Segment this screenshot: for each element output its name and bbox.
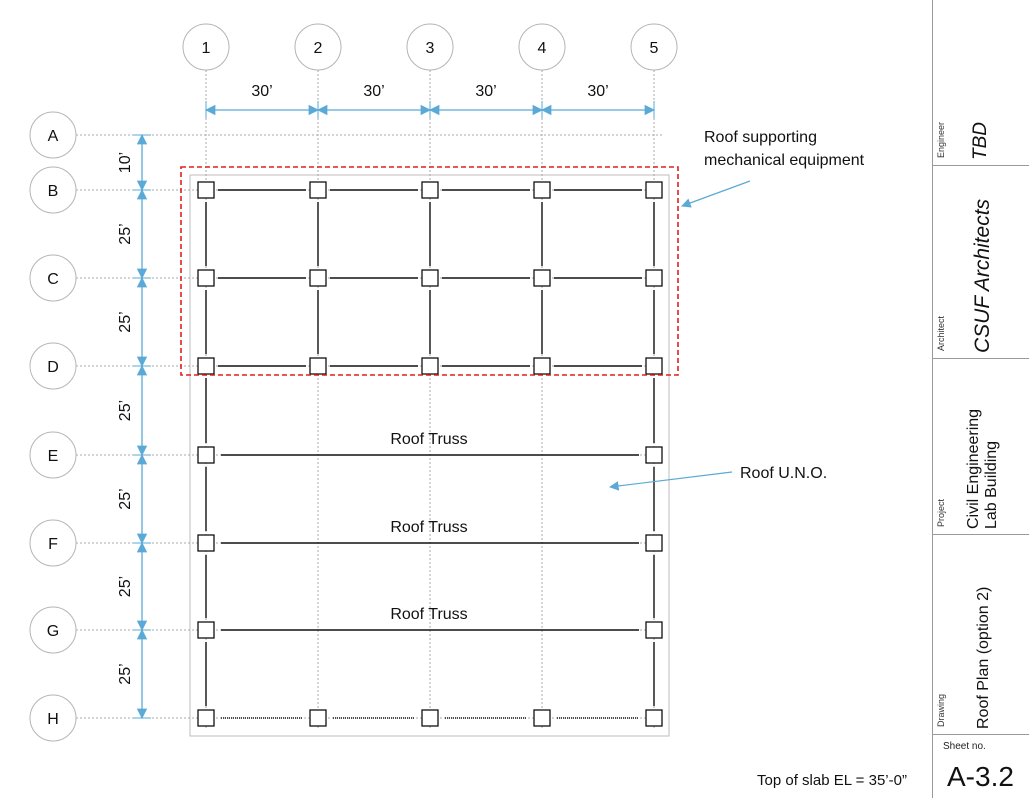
structural-column (309, 709, 327, 727)
row-bubble-label: E (48, 448, 59, 465)
column-bubble (630, 23, 678, 71)
project-label: Project (936, 498, 946, 527)
mechanical-callout-line1: Roof supporting (704, 129, 817, 146)
structural-column (197, 446, 215, 464)
mechanical-callout-leader (681, 180, 751, 208)
dimension-label-horizontal: 30’ (251, 83, 272, 100)
structural-column (645, 621, 663, 639)
column-bubble (182, 23, 230, 71)
dimension-label-vertical: 25’ (117, 576, 134, 597)
column-bubble (518, 23, 566, 71)
slab-elevation-note: Top of slab EL = 35’-0” (757, 772, 907, 789)
column-bubble-label: 1 (202, 40, 211, 57)
drawing-cell: Drawing Roof Plan (option 2) (933, 535, 1029, 735)
engineer-label: Engineer (936, 121, 946, 158)
structural-column (645, 446, 663, 464)
row-bubble (29, 111, 77, 159)
drawing-label: Drawing (936, 693, 946, 727)
structural-column (197, 534, 215, 552)
dimension-label-vertical: 25’ (117, 488, 134, 509)
project-value: Civil Engineering Lab Building (965, 408, 1000, 529)
architect-label: Architect (936, 315, 946, 351)
drawing-value: Roof Plan (option 2) (975, 586, 992, 729)
architect-value: CSUF Architects (971, 198, 994, 353)
column-bubble-label: 5 (650, 40, 659, 57)
row-bubble-label: D (47, 359, 59, 376)
row-bubble-label: B (48, 183, 59, 200)
structural-column (645, 709, 663, 727)
dimension-label-horizontal: 30’ (587, 83, 608, 100)
row-bubble (29, 431, 77, 479)
roof-uno-leader (609, 471, 733, 491)
roof-truss-label: Roof Truss (390, 606, 467, 623)
structural-column (309, 357, 327, 375)
structural-column (309, 181, 327, 199)
structural-column (533, 709, 551, 727)
structural-column (421, 357, 439, 375)
title-block: Engineer TBD Architect CSUF Architects P… (932, 0, 1029, 798)
row-bubble-label: C (47, 271, 59, 288)
dimension-label-vertical: 25’ (117, 400, 134, 421)
structural-column (197, 269, 215, 287)
sheet-label: Sheet no. (943, 741, 986, 752)
mechanical-zone-box (180, 166, 679, 376)
roof-truss-label: Roof Truss (390, 519, 467, 536)
column-bubble-label: 2 (314, 40, 323, 57)
dimension-label-vertical: 25’ (117, 663, 134, 684)
structural-column (421, 709, 439, 727)
row-bubble (29, 254, 77, 302)
engineer-value: TBD (970, 122, 991, 160)
structural-column (533, 269, 551, 287)
row-bubble (29, 606, 77, 654)
roof-uno-callout: Roof U.N.O. (740, 465, 827, 482)
structural-column (197, 621, 215, 639)
engineer-cell: Engineer TBD (933, 0, 1029, 166)
structural-column (197, 357, 215, 375)
roof-truss-label: Roof Truss (390, 431, 467, 448)
row-bubble (29, 166, 77, 214)
architect-cell: Architect CSUF Architects (933, 166, 1029, 359)
row-bubble (29, 342, 77, 390)
project-cell: Project Civil Engineering Lab Building (933, 359, 1029, 535)
mechanical-callout-line2: mechanical equipment (704, 152, 865, 169)
dimension-label-horizontal: 30’ (475, 83, 496, 100)
structural-column (421, 181, 439, 199)
structural-column (645, 357, 663, 375)
structural-column (421, 269, 439, 287)
dimension-label-horizontal: 30’ (363, 83, 384, 100)
dimension-label-vertical: 25’ (117, 311, 134, 332)
structural-column (533, 181, 551, 199)
dimension-label-vertical: 25’ (117, 223, 134, 244)
structural-column (197, 709, 215, 727)
structural-column (533, 357, 551, 375)
sheet-cell: Sheet no. A-3.2 (933, 735, 1029, 798)
row-bubble-label: F (48, 536, 58, 553)
row-bubble-label: G (47, 623, 59, 640)
structural-column (645, 269, 663, 287)
sheet-number: A-3.2 (947, 761, 1014, 792)
dimension-label-vertical: 10’ (117, 152, 134, 173)
column-bubble (406, 23, 454, 71)
structural-column (645, 534, 663, 552)
structural-column (645, 181, 663, 199)
structural-column (197, 181, 215, 199)
column-bubble (294, 23, 342, 71)
roof-plan-drawing: 1 2 3 4 5A B C D E F G H 30’ 30’ 30’ 30’ 10’ 25’ 25’ 25’ 25’… (29, 23, 865, 742)
structural-column (309, 269, 327, 287)
row-bubble (29, 519, 77, 567)
column-bubble-label: 4 (538, 40, 547, 57)
column-bubble-label: 3 (426, 40, 435, 57)
row-bubble-label: H (47, 711, 59, 728)
row-bubble-label: A (48, 128, 59, 145)
row-bubble (29, 694, 77, 742)
